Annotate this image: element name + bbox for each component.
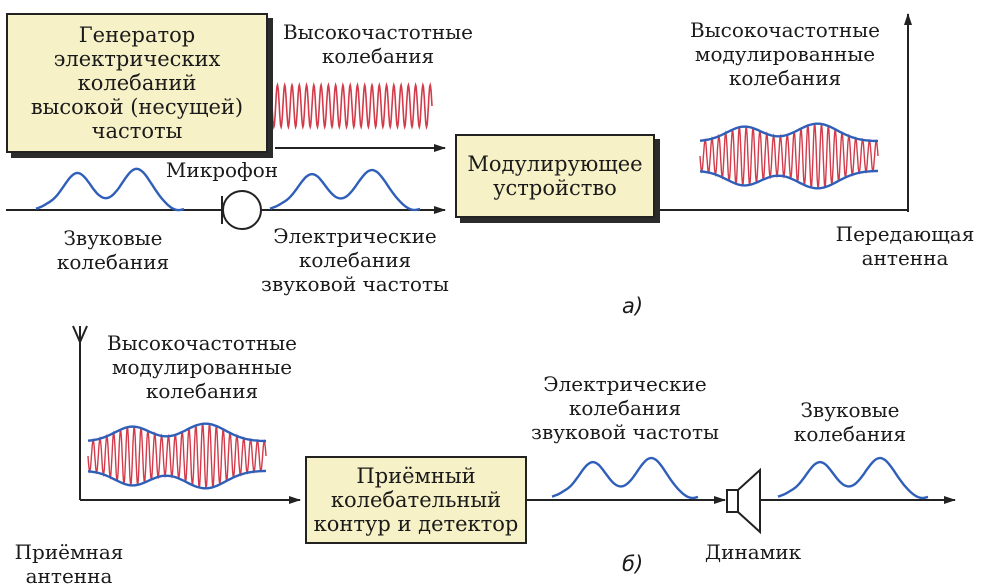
modulated-wave-b (87, 422, 267, 490)
carrier-trace (87, 423, 267, 489)
receive-antenna-label: Приёмная антенна (14, 540, 124, 588)
microphone-label: Микрофон (165, 158, 279, 182)
speaker-icon (726, 467, 761, 535)
envelope-upper (87, 422, 267, 443)
sound-wave-b (777, 456, 929, 500)
modulated-wave-a (699, 122, 879, 190)
sound-wave-a1 (35, 167, 185, 212)
envelope-lower (699, 169, 879, 190)
generator-box: Генератор электрических колебаний высоко… (6, 13, 268, 153)
speaker-label: Динамик (704, 540, 802, 564)
electric-oscillations-label-a: Электрические колебания звуковой частоты (261, 224, 449, 296)
sound-oscillations-label-b: Звуковые колебания (793, 398, 907, 446)
envelope-lower (87, 469, 267, 490)
hf-oscillations-label: Высокочастотные колебания (283, 20, 473, 68)
caption-b: б) (622, 552, 644, 576)
modulated-oscillations-label-a: Высокочастотные модулированные колебания (690, 18, 880, 90)
hf-carrier-wave (271, 82, 433, 130)
sound-oscillations-label-a: Звуковые колебания (56, 226, 170, 274)
carrier-trace (699, 123, 879, 189)
receive-antenna-tip (72, 325, 88, 345)
electric-wave-a (269, 168, 421, 212)
modulator-box: Модулирующее устройство (455, 134, 655, 218)
caption-a: а) (622, 294, 644, 318)
transmit-antenna-label: Передающая антенна (835, 222, 975, 270)
envelope-upper (699, 122, 879, 143)
electric-wave-b (551, 456, 699, 500)
modulated-oscillations-label-b: Высокочастотные модулированные колебания (107, 331, 297, 403)
receiver-box: Приёмный колебательный контур и детектор (305, 456, 527, 544)
electric-oscillations-label-b: Электрические колебания звуковой частоты (531, 372, 719, 444)
